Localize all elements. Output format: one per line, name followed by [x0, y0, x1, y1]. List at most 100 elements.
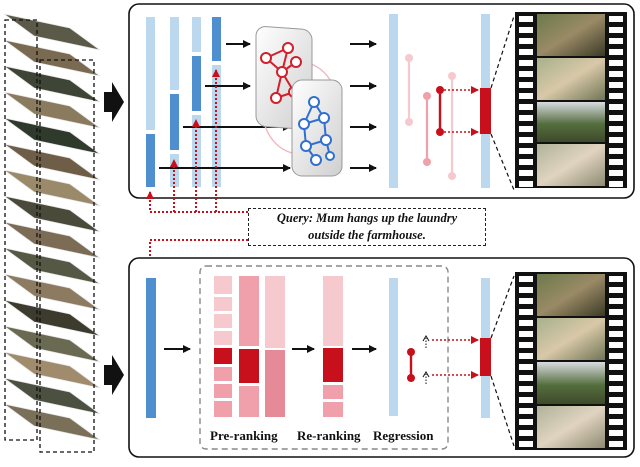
film-sprocket-hole [519, 441, 533, 447]
film-sprocket-hole [609, 49, 623, 55]
output-segment-highlight [480, 88, 491, 134]
frame-selection-dashed-left [4, 19, 38, 441]
feature-column [192, 56, 201, 111]
pre-ranking-label: Pre-ranking [210, 428, 278, 443]
film-sprocket-hole [609, 71, 623, 77]
film-sprocket-hole [519, 320, 533, 326]
film-sprocket-hole [519, 126, 533, 132]
film-sprocket-hole [609, 320, 623, 326]
film-sprocket-hole [609, 309, 623, 315]
film-sprocket-hole [519, 49, 533, 55]
feature-column [212, 17, 221, 61]
film-sprocket-hole [519, 170, 533, 176]
film-sprocket-hole [609, 276, 623, 282]
film-sprocket-hole [519, 104, 533, 110]
regression-label: Regression [373, 428, 434, 443]
film-sprocket-hole [609, 287, 623, 293]
film-sprocket-hole [609, 148, 623, 154]
film-sprocket-hole [609, 386, 623, 392]
film-frame-image [537, 102, 605, 142]
video-frame-thumbnail [3, 247, 101, 285]
video-frame-thumbnail [3, 377, 101, 415]
ranking-container [199, 265, 449, 450]
film-sprocket-hole [609, 353, 623, 359]
film-sprocket-hole [609, 16, 623, 22]
film-sprocket-hole [519, 115, 533, 121]
film-sprocket-hole [609, 137, 623, 143]
feature-column [146, 17, 155, 130]
feature-column [192, 17, 201, 52]
output-segment-highlight-bottom [480, 338, 491, 376]
video-frame-thumbnail [3, 273, 101, 311]
film-frame-image [537, 318, 605, 360]
film-sprocket-hole [609, 170, 623, 176]
film-sprocket-hole [519, 276, 533, 282]
video-frame-thumbnail [3, 169, 101, 207]
pre-ranking-stacks [214, 276, 285, 417]
video-frame-thumbnail [3, 403, 101, 441]
graph-blue-icon [298, 96, 335, 166]
film-strip-bottom [515, 272, 627, 450]
video-frame-thumbnail [3, 13, 101, 51]
film-frame-image [537, 14, 605, 56]
feature-column [170, 94, 179, 150]
graph-to-feature-arrows [350, 40, 377, 172]
film-sprocket-hole [519, 309, 533, 315]
regression-proposal [407, 335, 430, 384]
video-frame-thumbnail [3, 325, 101, 363]
video-frame-thumbnail [3, 143, 101, 181]
film-sprocket-hole [609, 419, 623, 425]
film-sprocket-hole [609, 60, 623, 66]
film-sprocket-hole [519, 82, 533, 88]
query-guided-feature-column [146, 278, 156, 418]
film-sprocket-hole [519, 159, 533, 165]
film-strip-top [515, 12, 627, 188]
film-sprocket-hole [519, 353, 533, 359]
video-frame-thumbnail [3, 299, 101, 337]
film-sprocket-hole [609, 397, 623, 403]
film-sprocket-hole [519, 287, 533, 293]
re-ranking-label: Re-ranking [297, 428, 361, 443]
film-sprocket-hole [519, 386, 533, 392]
query-line-1: Query: Mum hangs up the laundry [276, 211, 458, 225]
film-frame-image [537, 406, 605, 448]
film-sprocket-hole [609, 375, 623, 381]
video-frame-thumbnail [3, 117, 101, 155]
film-frame-image [537, 274, 605, 316]
frame-selection-dashed-right [39, 59, 95, 453]
fused-feature-column [389, 14, 398, 188]
video-frame-thumbnail [3, 65, 101, 103]
film-sprocket-hole [519, 60, 533, 66]
film-sprocket-hole [519, 364, 533, 370]
re-ranking-stack [323, 276, 343, 417]
film-sprocket-hole [519, 397, 533, 403]
film-sprocket-hole [519, 430, 533, 436]
film-sprocket-hole [519, 298, 533, 304]
film-sprocket-hole [519, 181, 533, 187]
feature-column [170, 17, 179, 90]
film-sprocket-hole [519, 93, 533, 99]
feature-column [146, 134, 155, 187]
film-sprocket-hole [609, 364, 623, 370]
film-sprocket-hole [519, 375, 533, 381]
film-sprocket-hole [609, 441, 623, 447]
film-sprocket-hole [609, 93, 623, 99]
video-frame-thumbnail [3, 195, 101, 233]
video-frame-thumbnail [3, 351, 101, 389]
film-sprocket-hole [519, 27, 533, 33]
video-frame-thumbnail [3, 91, 101, 129]
input-arrow-top-icon [104, 82, 124, 122]
film-sprocket-hole [609, 38, 623, 44]
film-sprocket-hole [519, 71, 533, 77]
film-sprocket-hole [609, 342, 623, 348]
film-sprocket-hole [609, 104, 623, 110]
video-frame-thumbnail [3, 39, 101, 77]
query-box: Query: Mum hangs up the laundry outside … [248, 208, 486, 246]
video-frame-stack [3, 13, 101, 453]
input-arrow-bottom-icon [104, 355, 124, 395]
film-sprocket-hole [609, 430, 623, 436]
film-sprocket-hole [609, 27, 623, 33]
film-frame-image [537, 362, 605, 404]
